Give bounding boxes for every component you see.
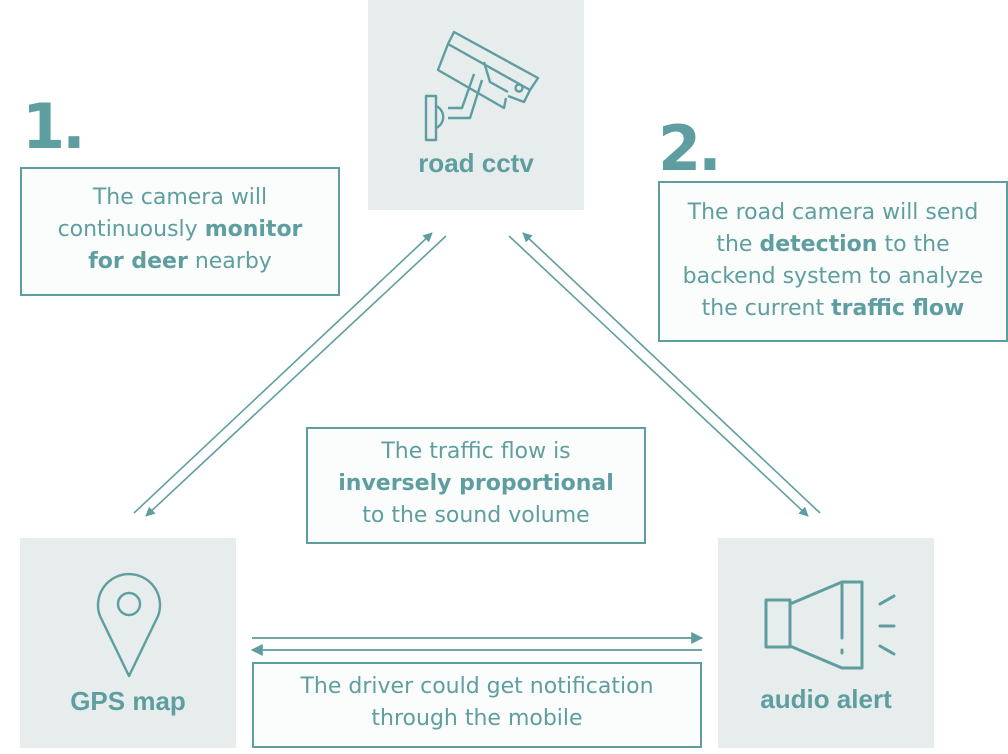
note-text-emphasis: for deer: [88, 249, 188, 274]
node-audio-alert: audio alert: [718, 538, 934, 748]
note-line: the current traffic flow: [660, 293, 1006, 325]
note-text: The traffic flow is: [381, 439, 571, 464]
cctv-camera-icon: [424, 30, 540, 142]
note-line: The driver could get notification: [254, 671, 700, 703]
note-text-emphasis: inversely proportional: [338, 471, 614, 496]
note-text: the: [716, 232, 760, 257]
arrow-audio-to-cctv: [522, 232, 821, 514]
map-pin-icon: [96, 572, 162, 678]
arrow-cctv-to-gps: [145, 235, 447, 517]
step-number-2: 2.: [658, 112, 722, 185]
note-text: to the: [877, 232, 950, 257]
note-line: the detection to the: [660, 229, 1006, 261]
note-text: The road camera will send: [687, 200, 979, 225]
note-line: through the mobile: [254, 703, 700, 735]
note-text: the current: [701, 296, 832, 321]
note-line: continuously monitor: [22, 214, 338, 246]
note-text: The driver could get notification: [300, 674, 654, 699]
node-label: audio alert: [760, 684, 892, 714]
step-2-note: The road camera will send the detection t…: [658, 181, 1008, 342]
step-number-1: 1.: [22, 90, 86, 163]
note-line: The traffic flow is: [308, 436, 644, 468]
note-line: to the sound volume: [308, 500, 644, 532]
note-line: backend system to analyze: [660, 261, 1006, 293]
note-text: The camera will: [92, 185, 268, 210]
node-label: road cctv: [418, 148, 534, 178]
note-line: for deer nearby: [22, 246, 338, 278]
center-note: The traffic flow is inversely proportiona…: [306, 427, 646, 544]
note-text-emphasis: detection: [759, 232, 878, 257]
note-text: nearby: [187, 249, 272, 274]
note-line: inversely proportional: [308, 468, 644, 500]
note-text: continuously: [57, 217, 205, 242]
note-text-emphasis: traffic flow: [831, 296, 965, 321]
node-label: GPS map: [70, 686, 186, 716]
speaker-alert-icon: [764, 580, 896, 670]
node-road-cctv: road cctv: [368, 0, 584, 210]
note-text: to the sound volume: [362, 503, 590, 528]
note-line: The camera will: [22, 182, 338, 214]
note-text: through the mobile: [371, 706, 583, 731]
arrow-gps-to-cctv: [133, 232, 433, 514]
bottom-note: The driver could get notification through…: [252, 662, 702, 748]
note-line: The road camera will send: [660, 197, 1006, 229]
note-text: backend system to analyze: [682, 264, 984, 289]
note-text-emphasis: monitor: [204, 217, 303, 242]
node-gps-map: GPS map: [20, 538, 236, 748]
arrow-cctv-to-audio: [508, 235, 809, 517]
